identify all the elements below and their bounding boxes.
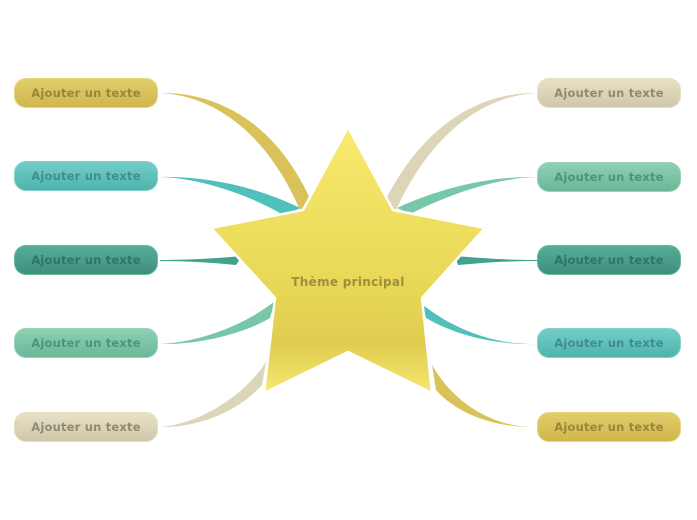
connector-left-4 <box>160 301 275 345</box>
connector-right-1 <box>384 92 537 210</box>
connector-left-2 <box>160 176 300 216</box>
branch-label: Ajouter un texte <box>554 170 664 184</box>
branch-label: Ajouter un texte <box>31 420 141 434</box>
branch-label: Ajouter un texte <box>554 420 664 434</box>
connector-right-4 <box>423 305 537 345</box>
branch-label: Ajouter un texte <box>554 253 664 267</box>
connector-left-3 <box>160 256 242 265</box>
branch-right-3[interactable]: Ajouter un texte <box>537 245 681 275</box>
connector-right-3 <box>455 256 537 265</box>
branch-left-4[interactable]: Ajouter un texte <box>14 328 158 358</box>
branch-right-1[interactable]: Ajouter un texte <box>537 78 681 108</box>
branch-label: Ajouter un texte <box>554 336 664 350</box>
branch-label: Ajouter un texte <box>31 336 141 350</box>
branch-label: Ajouter un texte <box>31 86 141 100</box>
branch-left-1[interactable]: Ajouter un texte <box>14 78 158 108</box>
branch-label: Ajouter un texte <box>554 86 664 100</box>
connector-right-5 <box>432 365 537 428</box>
branch-right-4[interactable]: Ajouter un texte <box>537 328 681 358</box>
connector-left-1 <box>160 92 312 210</box>
branch-right-2[interactable]: Ajouter un texte <box>537 162 681 192</box>
central-topic-label[interactable]: Thème principal <box>291 275 405 289</box>
connector-right-2 <box>397 176 537 214</box>
branch-label: Ajouter un texte <box>31 169 141 183</box>
central-topic-star[interactable] <box>209 125 487 395</box>
branch-right-5[interactable]: Ajouter un texte <box>537 412 681 442</box>
branch-left-3[interactable]: Ajouter un texte <box>14 245 158 275</box>
branch-left-5[interactable]: Ajouter un texte <box>14 412 158 442</box>
branch-label: Ajouter un texte <box>31 253 141 267</box>
branch-left-2[interactable]: Ajouter un texte <box>14 161 158 191</box>
connector-left-5 <box>160 362 266 428</box>
